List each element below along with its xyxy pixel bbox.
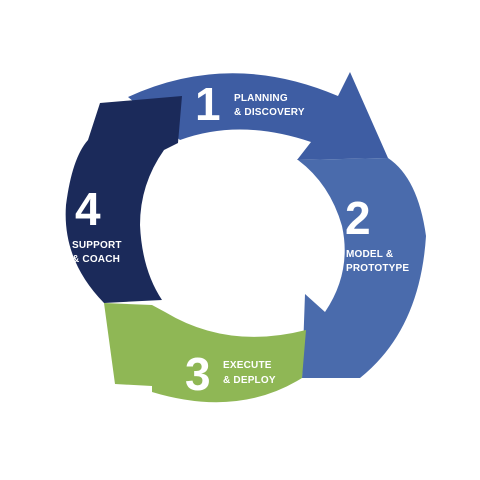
step-1-label-line-2: & DISCOVERY [234, 107, 305, 118]
step-4-number: 4 [75, 183, 101, 235]
step-2-arrow [298, 158, 426, 378]
step-2-number: 2 [345, 192, 371, 244]
cycle-step-2: 2 MODEL & PROTOTYPE [298, 158, 426, 378]
step-3-number: 3 [185, 348, 211, 400]
step-4-label-line-2: & COACH [72, 254, 120, 265]
step-2-label-line-1: MODEL & [346, 249, 393, 260]
cycle-step-3: 3 EXECUTE & DEPLOY [104, 303, 306, 403]
step-3-label-line-1: EXECUTE [223, 360, 272, 371]
step-2-label-line-2: PROTOTYPE [346, 263, 409, 274]
step-1-number: 1 [195, 78, 221, 130]
step-4-arrow [65, 96, 182, 303]
step-1-arrow [128, 72, 388, 160]
step-4-label-line-1: SUPPORT [72, 240, 122, 251]
cycle-step-4: 4 SUPPORT & COACH [65, 96, 182, 303]
step-3-label-line-2: & DEPLOY [223, 375, 276, 386]
cycle-step-1: 1 PLANNING & DISCOVERY [128, 72, 388, 160]
step-1-label-line-1: PLANNING [234, 93, 288, 104]
step-3-arrow [104, 303, 306, 403]
